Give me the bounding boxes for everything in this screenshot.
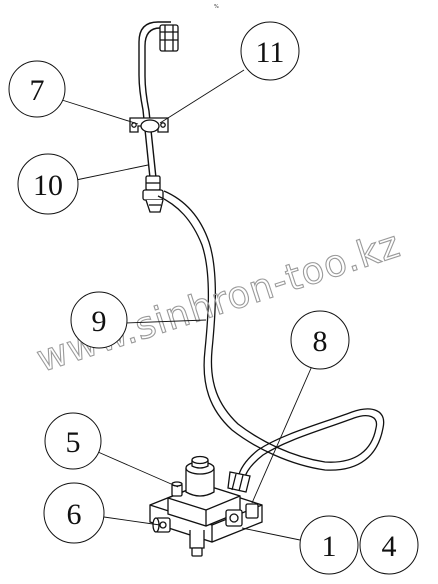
flexible-hose bbox=[157, 190, 385, 481]
callout-label: 11 bbox=[256, 36, 285, 69]
callout-1: 1 bbox=[299, 515, 359, 575]
top-mark: % bbox=[214, 4, 219, 10]
leader-lines bbox=[61, 69, 313, 541]
callout-9: 9 bbox=[70, 291, 128, 349]
callout-label: 8 bbox=[313, 325, 328, 358]
callout-label: 1 bbox=[322, 530, 337, 563]
callout-label: 5 bbox=[66, 426, 81, 459]
callout-10: 10 bbox=[17, 153, 79, 215]
callout-11: 11 bbox=[240, 21, 300, 81]
hose-end-fitting bbox=[227, 471, 251, 493]
rigid-tube bbox=[138, 21, 171, 179]
callout-label: 7 bbox=[30, 74, 45, 107]
callout-label: 4 bbox=[382, 530, 397, 563]
callout-5: 5 bbox=[44, 412, 102, 470]
callout-8: 8 bbox=[290, 310, 350, 370]
tube-nut bbox=[142, 175, 164, 213]
clamp-bracket bbox=[129, 117, 169, 133]
top-fitting bbox=[159, 24, 179, 52]
callout-label: 9 bbox=[92, 305, 107, 338]
callout-label: 6 bbox=[67, 498, 82, 531]
callout-label: 10 bbox=[33, 169, 63, 202]
callout-4: 4 bbox=[359, 515, 419, 575]
valve-assembly bbox=[149, 455, 263, 557]
callout-6: 6 bbox=[43, 482, 105, 544]
callout-7: 7 bbox=[8, 60, 66, 118]
